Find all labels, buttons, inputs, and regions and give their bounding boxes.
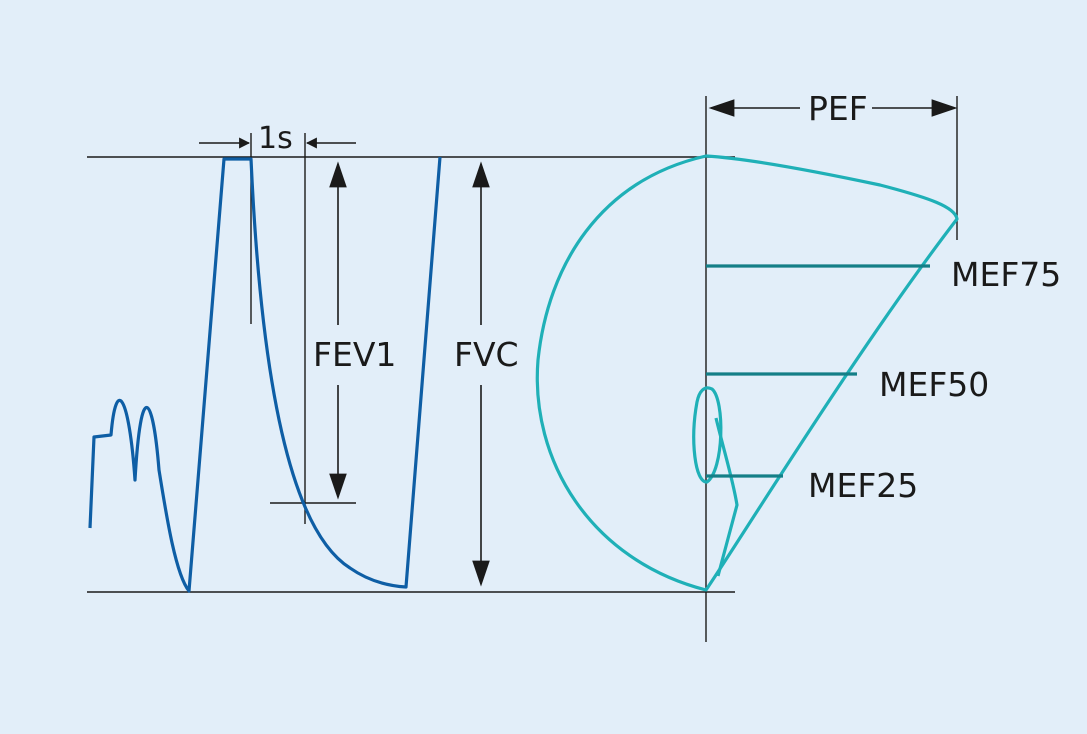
flow-volume-loop xyxy=(535,154,959,592)
small-loop-tail xyxy=(714,417,739,577)
one-second-label: 1s xyxy=(258,121,293,156)
small-flow-volume-loop xyxy=(692,386,723,484)
pef-label: PEF xyxy=(808,89,868,128)
fvc-label: FVC xyxy=(454,335,519,374)
mef75-label: MEF75 xyxy=(951,255,1061,294)
mef50-label: MEF50 xyxy=(879,365,989,404)
spirogram-curve xyxy=(88,156,442,593)
fev1-label: FEV1 xyxy=(313,335,396,374)
mef25-label: MEF25 xyxy=(808,466,918,505)
